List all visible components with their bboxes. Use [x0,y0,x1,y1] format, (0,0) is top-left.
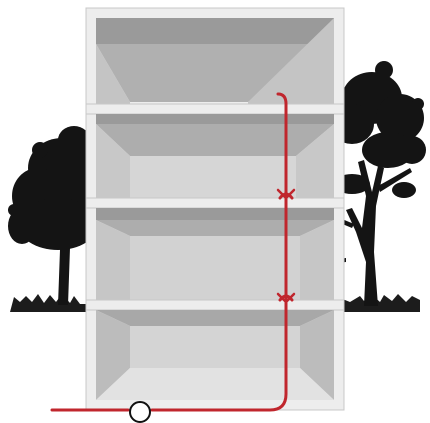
floor-slab-3 [86,104,344,114]
floor-3-room [96,114,334,198]
floor-slab-2 [86,198,344,208]
floor-1-room [96,310,334,400]
floor-4-room [96,18,334,104]
floor-slab-1 [86,300,344,310]
floor-2-room [96,208,334,300]
valve-circle-icon [130,402,150,422]
